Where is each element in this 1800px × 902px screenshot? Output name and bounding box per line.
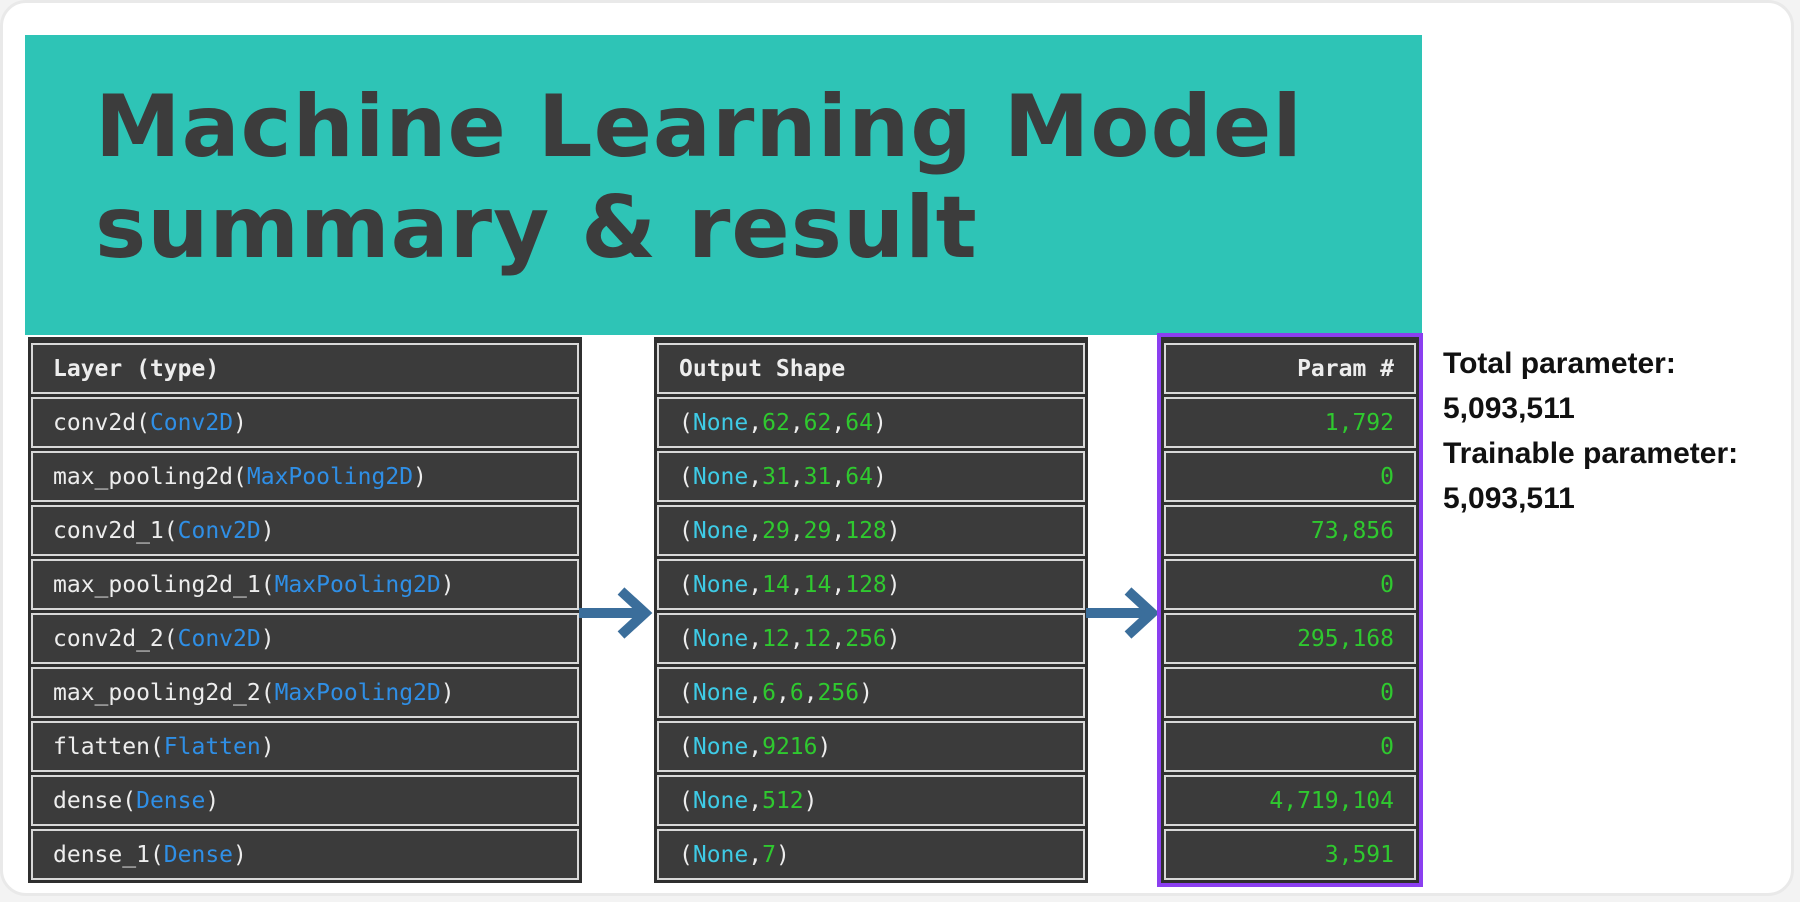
shape-dim: 12 xyxy=(762,625,790,652)
layer-type: Conv2D xyxy=(149,409,234,436)
param-row: 0 xyxy=(1164,721,1416,772)
shape-dim: 512 xyxy=(762,787,804,814)
param-row: 73,856 xyxy=(1164,505,1416,556)
param-row: 1,792 xyxy=(1164,397,1416,448)
layer-name: conv2d_1 xyxy=(53,517,164,544)
layer-type-table: Layer (type) conv2d (Conv2D)max_pooling2… xyxy=(28,337,582,883)
shape-dim: 7 xyxy=(762,841,776,868)
shape-batch: None xyxy=(692,679,749,706)
shape-row: (None, 9216) xyxy=(657,721,1085,772)
shape-dim: 29 xyxy=(803,517,832,544)
shape-dim: 31 xyxy=(762,463,790,490)
page-title: Machine Learning Model summary & result xyxy=(95,77,1303,279)
shape-dim: 6 xyxy=(762,679,776,706)
layer-row: conv2d_1 (Conv2D) xyxy=(31,505,579,556)
layer-row: max_pooling2d (MaxPooling2D) xyxy=(31,451,579,502)
shape-dim: 12 xyxy=(803,625,832,652)
layer-type: Dense xyxy=(136,787,206,814)
param-row: 3,591 xyxy=(1164,829,1416,880)
shape-batch: None xyxy=(692,625,749,652)
layer-type: MaxPooling2D xyxy=(246,463,414,490)
layer-name: max_pooling2d_2 xyxy=(53,679,261,706)
param-row: 0 xyxy=(1164,667,1416,718)
trainable-parameter-label: Trainable parameter: xyxy=(1443,437,1739,470)
shape-row: (None, 7) xyxy=(657,829,1085,880)
shape-dim: 9216 xyxy=(762,733,818,760)
layer-name: flatten xyxy=(53,733,150,760)
shape-batch: None xyxy=(692,787,749,814)
shape-dim: 14 xyxy=(762,571,790,598)
shape-dim: 128 xyxy=(845,571,887,598)
shape-row: (None, 6, 6, 256) xyxy=(657,667,1085,718)
shape-dim: 256 xyxy=(817,679,860,706)
shape-row: (None, 31, 31, 64) xyxy=(657,451,1085,502)
shape-dim: 62 xyxy=(762,409,790,436)
layer-type: Dense xyxy=(163,841,234,868)
layer-name: conv2d xyxy=(53,409,137,436)
shape-batch: None xyxy=(692,463,749,490)
shape-row: (None, 29, 29, 128) xyxy=(657,505,1085,556)
arrow-right-icon xyxy=(1086,587,1160,639)
param-row: 0 xyxy=(1164,451,1416,502)
shape-dim: 256 xyxy=(845,625,887,652)
title-line-1: Machine Learning Model xyxy=(95,77,1303,177)
shape-row: (None, 62, 62, 64) xyxy=(657,397,1085,448)
param-count-header: Param # xyxy=(1164,343,1416,394)
shape-batch: None xyxy=(692,571,749,598)
shape-dim: 31 xyxy=(803,463,832,490)
title-banner: Machine Learning Model summary & result xyxy=(25,35,1422,335)
layer-name: max_pooling2d_1 xyxy=(53,571,261,598)
layer-type-header: Layer (type) xyxy=(31,343,579,394)
shape-dim: 64 xyxy=(845,409,873,436)
layer-row: flatten (Flatten) xyxy=(31,721,579,772)
parameter-totals: Total parameter: 5,093,511 Trainable par… xyxy=(1443,341,1738,521)
layer-type: MaxPooling2D xyxy=(274,571,441,598)
shape-dim: 14 xyxy=(803,571,832,598)
shape-dim: 6 xyxy=(789,679,804,706)
layer-type: Flatten xyxy=(163,733,261,760)
shape-batch: None xyxy=(692,409,749,436)
layer-row: dense_1 (Dense) xyxy=(31,829,579,880)
layer-row: max_pooling2d_1 (MaxPooling2D) xyxy=(31,559,579,610)
layer-name: max_pooling2d xyxy=(53,463,234,490)
title-line-2: summary & result xyxy=(95,178,978,278)
layer-name: conv2d_2 xyxy=(53,625,164,652)
layer-name: dense_1 xyxy=(53,841,150,868)
layer-row: conv2d (Conv2D) xyxy=(31,397,579,448)
shape-batch: None xyxy=(692,841,749,868)
output-shape-table: Output Shape (None, 62, 62, 64)(None, 31… xyxy=(654,337,1088,883)
trainable-parameter-value: 5,093,511 xyxy=(1443,482,1575,515)
layer-type: MaxPooling2D xyxy=(274,679,441,706)
shape-row: (None, 14, 14, 128) xyxy=(657,559,1085,610)
output-shape-header: Output Shape xyxy=(657,343,1085,394)
shape-dim: 29 xyxy=(762,517,790,544)
total-parameter-value: 5,093,511 xyxy=(1443,392,1575,425)
layer-row: max_pooling2d_2 (MaxPooling2D) xyxy=(31,667,579,718)
layer-row: dense (Dense) xyxy=(31,775,579,826)
total-parameter-label: Total parameter: xyxy=(1443,347,1676,380)
shape-dim: 62 xyxy=(803,409,832,436)
param-row: 4,719,104 xyxy=(1164,775,1416,826)
shape-dim: 64 xyxy=(845,463,873,490)
param-row: 295,168 xyxy=(1164,613,1416,664)
shape-dim: 128 xyxy=(845,517,887,544)
layer-row: conv2d_2 (Conv2D) xyxy=(31,613,579,664)
param-row: 0 xyxy=(1164,559,1416,610)
layer-type: Conv2D xyxy=(177,625,261,652)
layer-type: Conv2D xyxy=(177,517,261,544)
shape-row: (None, 12, 12, 256) xyxy=(657,613,1085,664)
shape-batch: None xyxy=(692,733,749,760)
arrow-right-icon xyxy=(579,587,653,639)
shape-row: (None, 512) xyxy=(657,775,1085,826)
shape-batch: None xyxy=(692,517,749,544)
layer-name: dense xyxy=(53,787,123,814)
